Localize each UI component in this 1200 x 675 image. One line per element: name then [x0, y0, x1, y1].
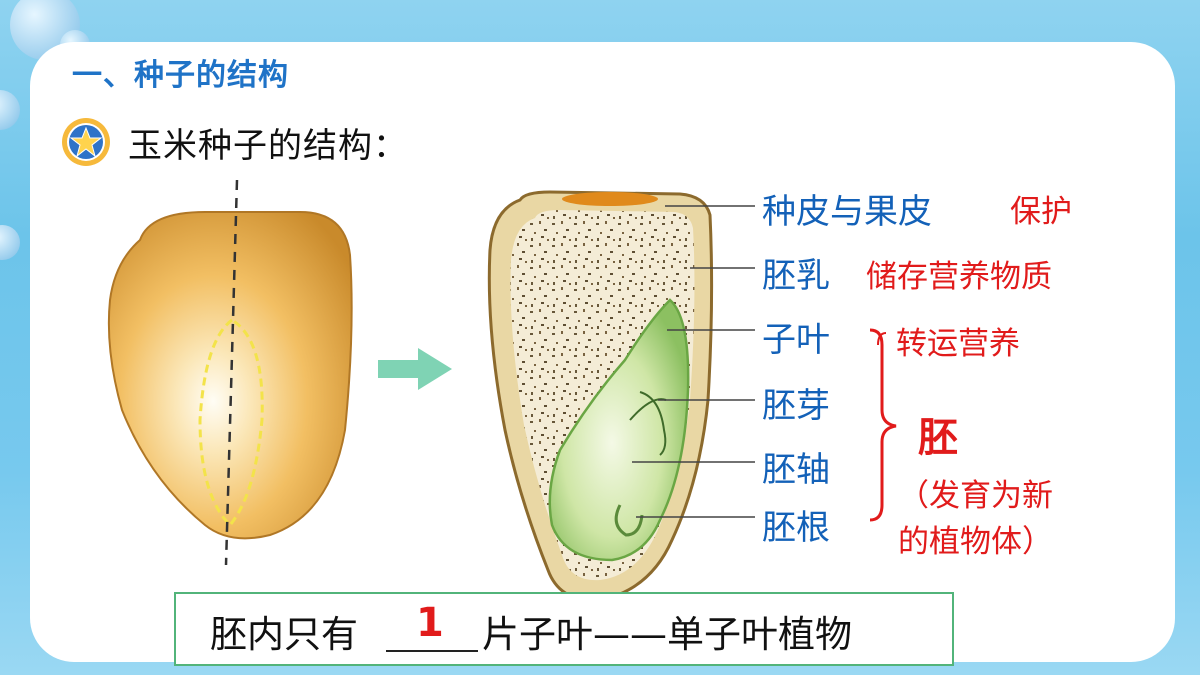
function-endosperm: 储存营养物质	[866, 259, 1052, 295]
embryo-note-line1: （发育为新	[898, 478, 1053, 514]
subtitle: 玉米种子的结构：	[128, 126, 408, 166]
summary-suffix: 片子叶——单子叶植物	[482, 613, 852, 656]
label-seed-coat: 种皮与果皮	[762, 192, 932, 232]
label-cotyledon: 子叶	[762, 320, 830, 360]
embryo-label: 胚	[918, 415, 958, 461]
label-endosperm: 胚乳	[762, 256, 830, 296]
summary-prefix: 胚内只有	[210, 613, 358, 656]
function-cotyledon: 转运营养	[896, 326, 1020, 362]
summary-box: 胚内只有 1 片子叶——单子叶植物	[174, 592, 954, 666]
summary-blank-line	[386, 650, 478, 652]
function-seed-coat: 保护	[1010, 194, 1072, 230]
decor-bubble	[0, 90, 20, 130]
summary-blank-value: 1	[416, 600, 444, 646]
star-badge-icon	[62, 118, 110, 166]
decor-bubble	[0, 225, 20, 260]
label-plumule: 胚芽	[762, 386, 830, 426]
section-title: 一、种子的结构	[72, 58, 289, 93]
label-hypocotyl: 胚轴	[762, 450, 830, 490]
embryo-note-line2: 的植物体）	[898, 524, 1053, 560]
label-radicle: 胚根	[762, 508, 830, 548]
